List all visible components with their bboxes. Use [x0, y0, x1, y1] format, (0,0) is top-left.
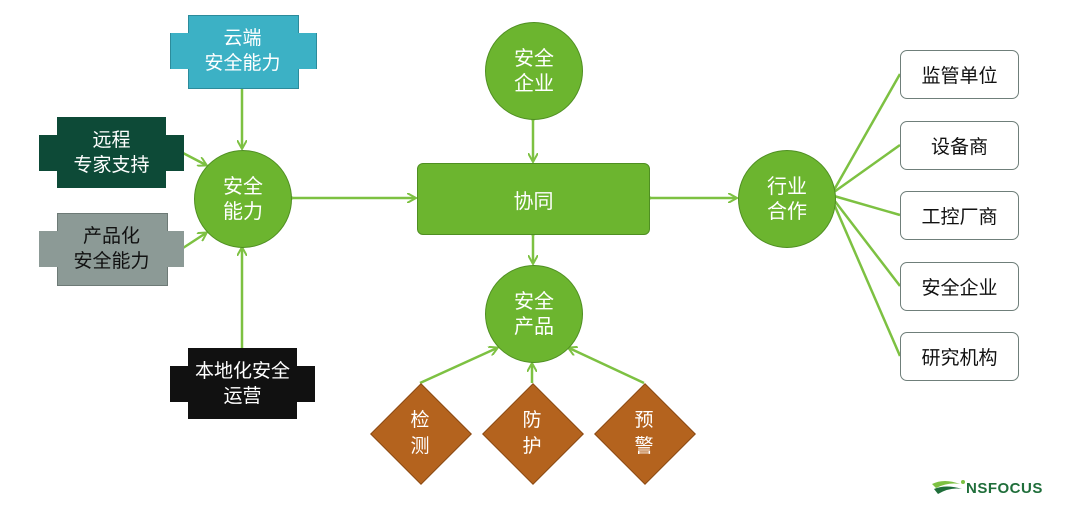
partner-regulator: 监管单位: [900, 50, 1019, 99]
partner-ics-vendor: 工控厂商: [900, 191, 1019, 240]
line-industry-partner-1: [832, 73, 902, 191]
source-remote-label: 远程 专家支持: [73, 128, 150, 176]
function-protect-label: 防 护: [522, 409, 542, 457]
source-product-label: 产品化 安全能力: [73, 224, 150, 272]
arrow-remote-to-capability: [182, 151, 206, 165]
arrow-warn-to-products: [569, 348, 645, 385]
hub-security-enterprise: 安全 企业: [485, 22, 583, 120]
source-cloud-label: 云端 安全能力: [204, 27, 281, 74]
line-industry-partner-5: [832, 203, 902, 357]
logo-text: NSFOCUS: [966, 479, 1043, 497]
hub-industry-cooperation: 行业 合作: [738, 150, 836, 248]
hub-security-products: 安全 产品: [485, 265, 583, 363]
function-warn: 预 警: [594, 383, 696, 485]
arrow-product-to-capability: [182, 233, 206, 250]
partner-vendor: 设备商: [900, 121, 1019, 170]
line-industry-partner-2: [833, 143, 901, 194]
line-industry-partner-3: [833, 194, 901, 217]
source-local-label: 本地化安全 运营: [194, 359, 290, 407]
line-industry-partner-4: [833, 199, 901, 287]
function-detect: 检 测: [370, 383, 472, 485]
logo-flag-icon: [932, 480, 965, 494]
source-local: 本地化安全 运营: [170, 348, 315, 419]
source-cloud: 云端 安全能力: [170, 15, 317, 89]
function-warn-label: 预 警: [634, 409, 654, 457]
partner-security-enterprise: 安全企业: [900, 262, 1019, 311]
hub-security-capability: 安全 能力: [194, 150, 292, 248]
arrow-detect-to-products: [419, 348, 497, 385]
nsfocus-logo: NSFOCUS: [930, 478, 1043, 498]
function-detect-label: 检 测: [410, 409, 430, 457]
partner-research-institute: 研究机构: [900, 332, 1019, 381]
source-remote: 远程 专家支持: [39, 117, 184, 188]
hub-collaboration: 协同: [417, 163, 650, 235]
function-protect: 防 护: [482, 383, 584, 485]
source-product: 产品化 安全能力: [39, 213, 184, 286]
